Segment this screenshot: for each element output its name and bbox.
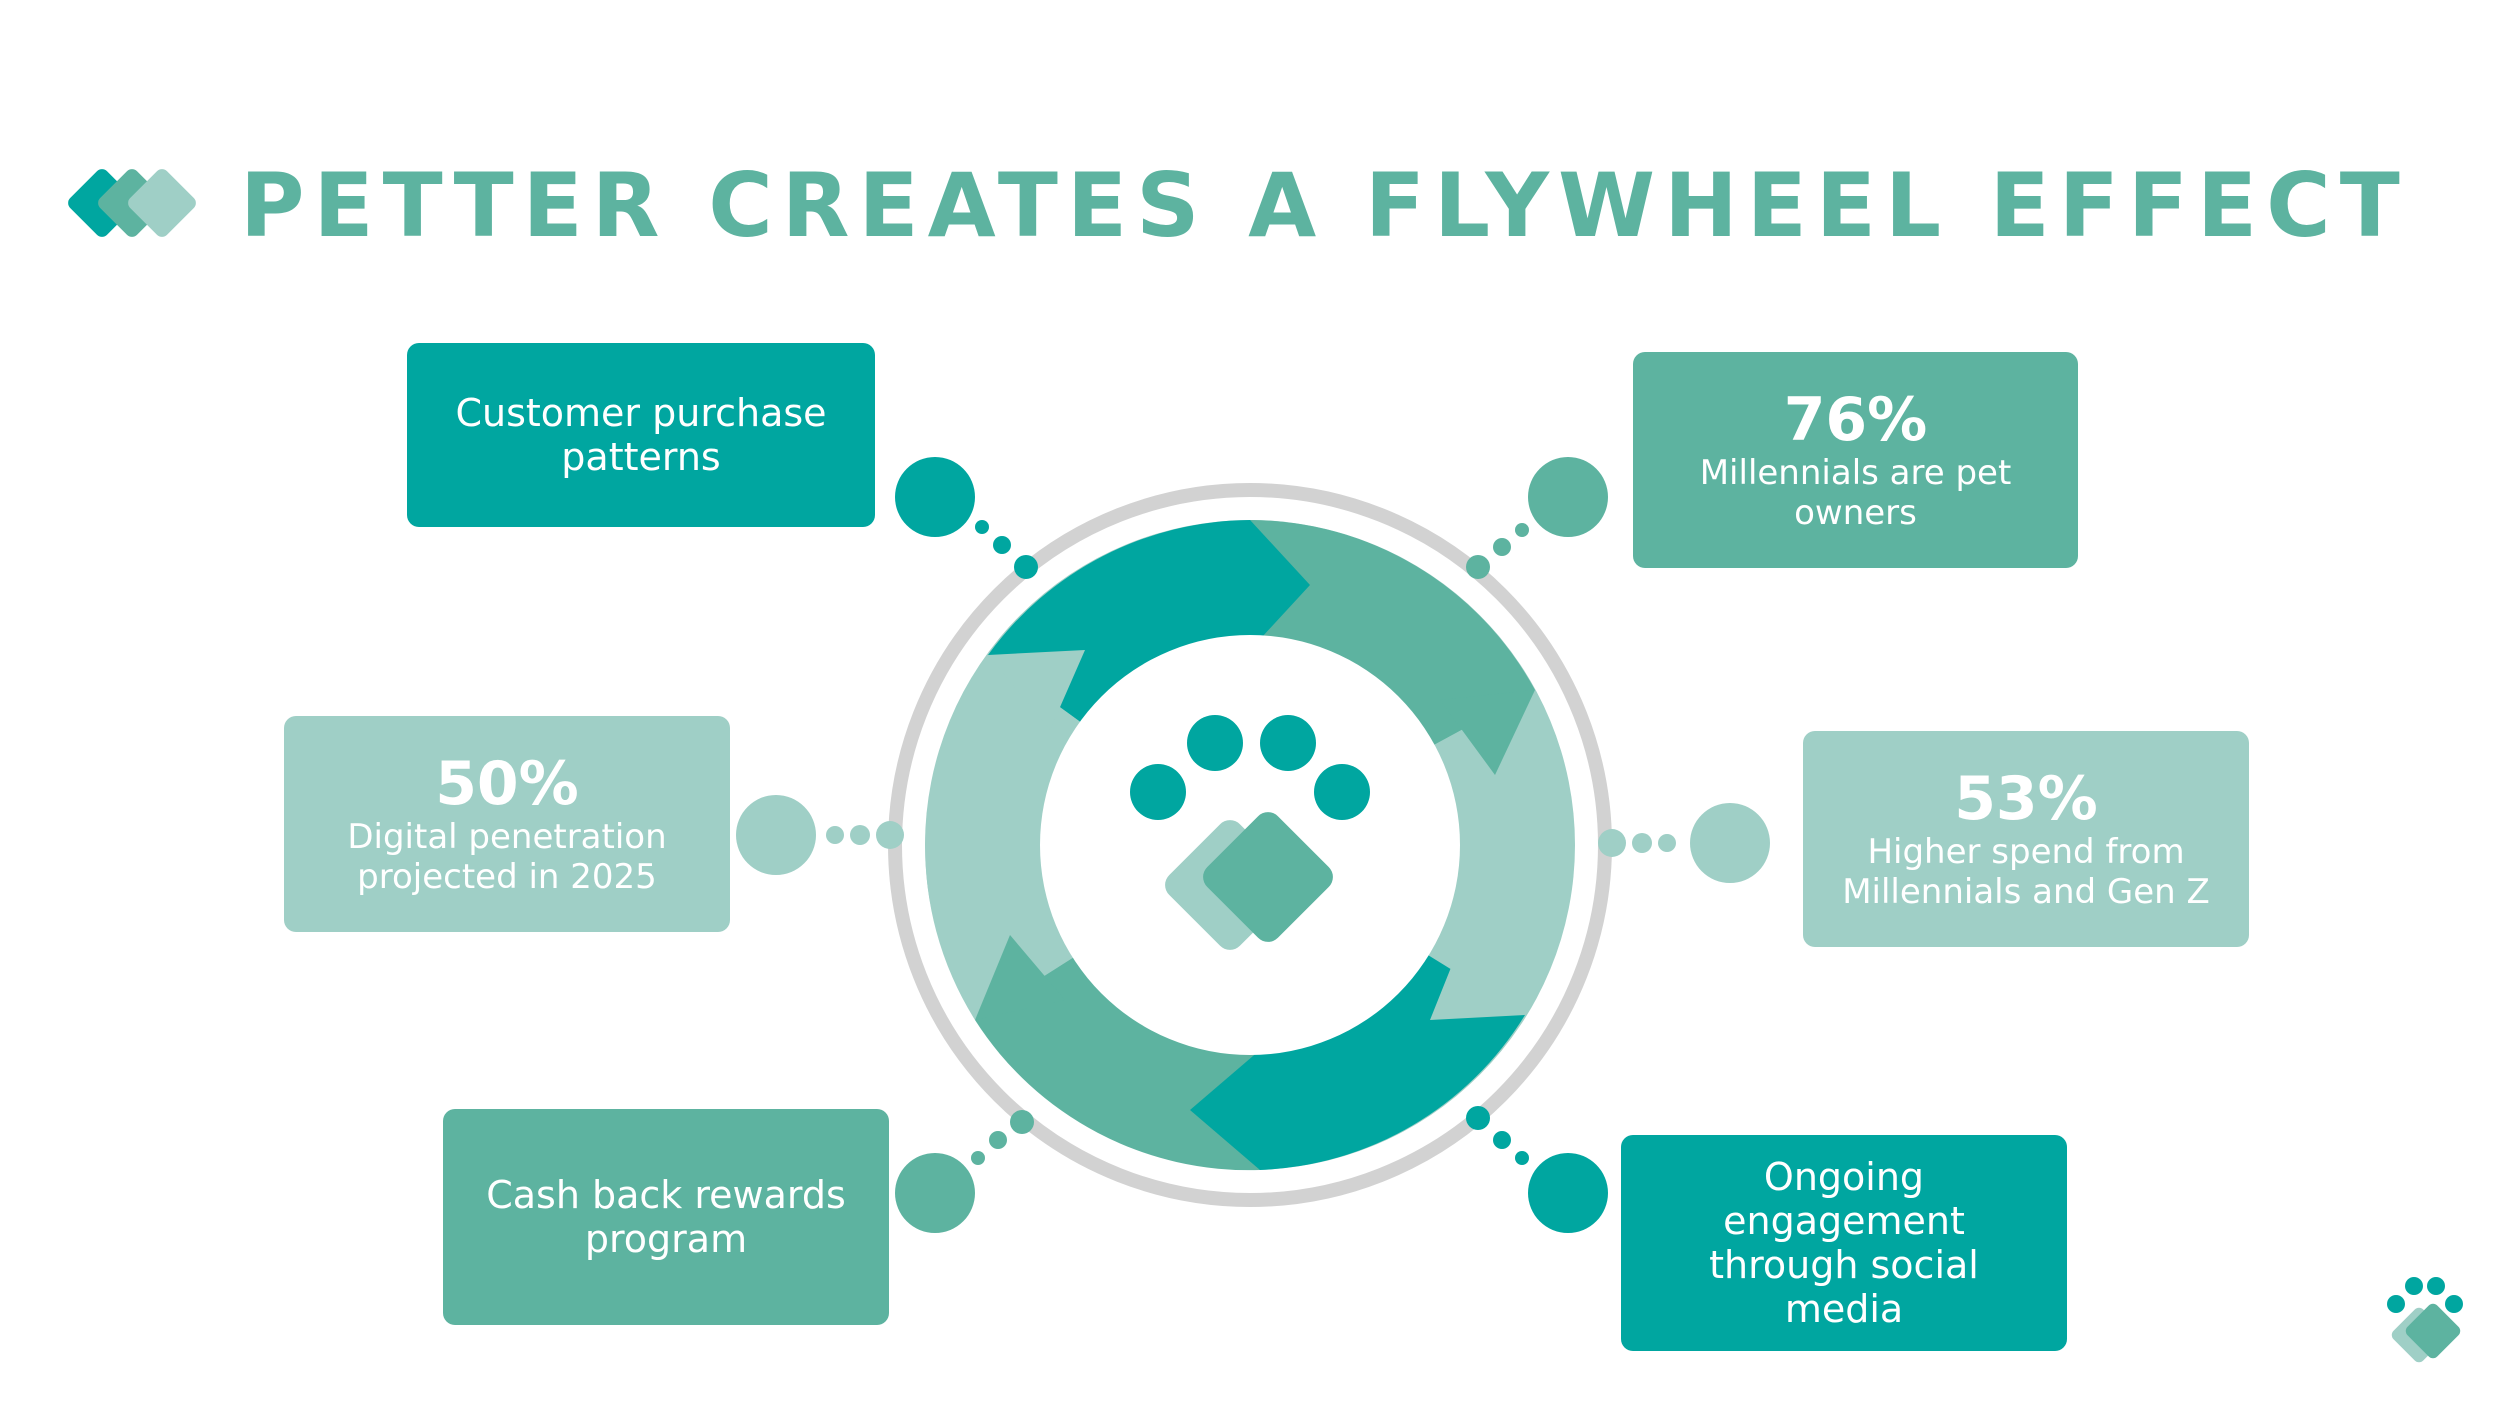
arrow-head-bottom xyxy=(1190,1050,1260,1170)
corner-paw-logo-icon xyxy=(2387,1277,2463,1363)
connector-top-right xyxy=(1466,457,1608,579)
arrow-head-top-left xyxy=(988,650,1085,730)
connector-bottom-right xyxy=(1466,1106,1608,1233)
arrow-head-bottom-right xyxy=(1430,945,1525,1020)
connector-left xyxy=(736,795,904,875)
box-higher-spend-desc: Higher spend from Millennials and Gen Z xyxy=(1842,832,2210,912)
box-digital-penetration-value: 50% xyxy=(435,749,579,819)
arrow-head-left xyxy=(975,935,1065,1020)
box-millennials-owners-value: 76% xyxy=(1783,385,1928,455)
connector-right xyxy=(1598,803,1770,883)
brand-diamonds-icon xyxy=(68,169,196,237)
box-millennials-owners-desc: Millennials are pet owners xyxy=(1699,453,2012,533)
page-title: PETTER CREATES A FLYWHEEL EFFECT xyxy=(240,154,2409,257)
arrow-head-right xyxy=(1440,690,1535,775)
box-social-media: Ongoing engagement through social media xyxy=(1621,1135,2067,1351)
flywheel-wheel xyxy=(925,520,1575,1171)
box-customer-purchase-label: Customer purchase patterns xyxy=(455,391,827,479)
connector-top-left xyxy=(895,457,1038,579)
connector-bottom-left xyxy=(895,1110,1034,1233)
box-customer-purchase: Customer purchase patterns xyxy=(407,343,875,527)
paw-diamond-icon xyxy=(1130,715,1370,950)
box-millennials-owners: 76% Millennials are pet owners xyxy=(1633,352,2078,568)
box-higher-spend: 53% Higher spend from Millennials and Ge… xyxy=(1803,731,2249,947)
arrow-head-top xyxy=(1250,520,1310,650)
box-cash-back-label: Cash back rewards program xyxy=(486,1173,846,1261)
box-higher-spend-value: 53% xyxy=(1954,764,2098,834)
box-social-media-label: Ongoing engagement through social media xyxy=(1709,1155,1979,1331)
box-digital-penetration-desc: Digital penetration projected in 2025 xyxy=(347,817,667,897)
box-digital-penetration: 50% Digital penetration projected in 202… xyxy=(284,716,730,932)
box-cash-back: Cash back rewards program xyxy=(443,1109,889,1325)
